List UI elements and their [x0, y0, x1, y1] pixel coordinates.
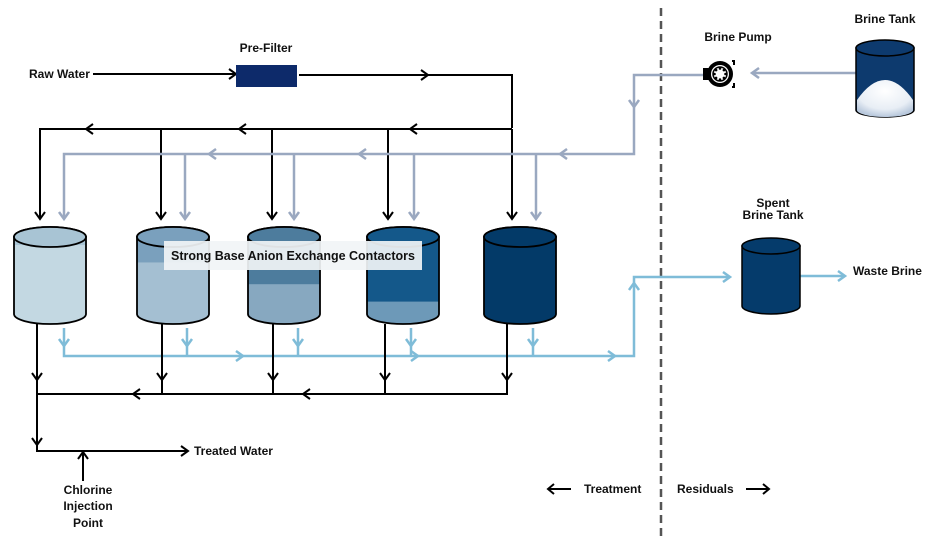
pre-filter-label: Pre-Filter: [240, 41, 293, 55]
spent-brine-label-line2: Brine Tank: [742, 208, 803, 222]
raw-water-line: [93, 68, 238, 80]
chlorine-injection-line: [77, 450, 89, 481]
treated-water-label: Treated Water: [194, 444, 273, 458]
brine-tank-icon: [855, 39, 915, 118]
treatment-label: Treatment: [584, 482, 641, 496]
waste-brine-label: Waste Brine: [853, 264, 922, 278]
contactor-tank-1: [13, 226, 87, 325]
treated-water-collection-line: [31, 324, 513, 457]
contactors-title-banner: Strong Base Anion Exchange Contactors: [164, 241, 422, 270]
spent-brine-line: [57, 269, 848, 363]
pre-filter-outlet-line: [299, 69, 513, 128]
contactor-tank-5: [483, 226, 557, 325]
brine-pump-icon: [703, 60, 735, 88]
brine-tank-label: Brine Tank: [854, 12, 915, 26]
raw-water-label: Raw Water: [29, 67, 90, 81]
spent-brine-label-line1: Spent: [756, 196, 789, 210]
residuals-label: Residuals: [677, 482, 734, 496]
treatment-direction-arrow: [546, 483, 571, 495]
brine-pump-label: Brine Pump: [704, 30, 771, 44]
feed-header-line: [34, 123, 518, 221]
contactor-lid: [483, 226, 557, 248]
spent-brine-tank-icon: [741, 237, 801, 315]
chlorine-label-line3: Point: [73, 516, 103, 530]
pre-filter: [236, 65, 297, 87]
chlorine-label-line1: Chlorine: [64, 483, 113, 497]
residuals-direction-arrow: [746, 483, 771, 495]
contactor-lid: [13, 226, 87, 248]
contactors-title: Strong Base Anion Exchange Contactors: [171, 249, 415, 263]
chlorine-label-line2: Injection: [63, 499, 112, 513]
brine-supply-line: [57, 66, 856, 222]
